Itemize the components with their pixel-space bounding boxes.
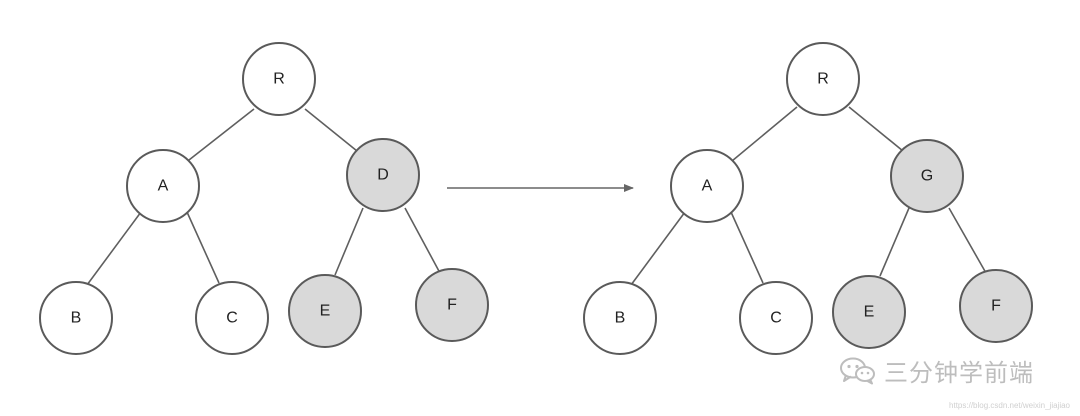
node-circle xyxy=(415,268,489,342)
edge-d-f xyxy=(404,207,441,274)
edge-a-b xyxy=(86,211,142,286)
edge-g-e xyxy=(879,207,910,277)
node-label-g: G xyxy=(921,168,933,185)
node-label-e: E xyxy=(320,303,331,320)
after-tree: R A G B C E F xyxy=(583,42,1033,355)
node-circle xyxy=(288,274,362,348)
watermark-text: 三分钟学前端 xyxy=(884,358,1034,387)
before-node-c: C xyxy=(195,281,269,355)
node-label-r: R xyxy=(273,71,285,88)
node-label-c: C xyxy=(226,310,238,327)
edge-r-a xyxy=(188,108,255,161)
node-circle xyxy=(739,281,813,355)
node-label-c: C xyxy=(770,310,782,327)
node-circle xyxy=(126,149,200,223)
before-node-a: A xyxy=(126,149,200,223)
node-circle xyxy=(959,269,1033,343)
before-edges xyxy=(86,108,441,286)
edge-a-c xyxy=(186,211,220,284)
edge-r-a xyxy=(731,106,798,162)
node-label-r: R xyxy=(817,71,829,88)
after-node-a: A xyxy=(670,149,744,223)
before-node-f: F xyxy=(415,268,489,342)
before-tree: R A D B C E F xyxy=(39,42,489,355)
node-circle xyxy=(195,281,269,355)
node-circle xyxy=(832,275,906,349)
edge-r-d xyxy=(304,108,358,152)
before-node-b: B xyxy=(39,281,113,355)
wechat-icon xyxy=(840,357,875,385)
watermark: 三分钟学前端 xyxy=(838,352,1034,388)
after-node-b: B xyxy=(583,281,657,355)
source-url: https://blog.csdn.net/weixin_jiajiao xyxy=(949,401,1070,410)
after-node-e: E xyxy=(832,275,906,349)
before-node-d: D xyxy=(346,138,420,212)
node-label-f: F xyxy=(991,298,1001,315)
node-label-a: A xyxy=(158,178,169,195)
node-label-e: E xyxy=(864,304,875,321)
before-node-r: R xyxy=(242,42,316,116)
node-label-a: A xyxy=(702,178,713,195)
after-node-g: G xyxy=(890,139,964,213)
node-label-f: F xyxy=(447,297,457,314)
edge-d-e xyxy=(334,207,364,276)
before-node-e: E xyxy=(288,274,362,348)
node-circle xyxy=(670,149,744,223)
after-node-c: C xyxy=(739,281,813,355)
node-label-b: B xyxy=(71,310,82,327)
node-circle xyxy=(890,139,964,213)
node-label-b: B xyxy=(615,310,626,327)
node-circle xyxy=(786,42,860,116)
node-label-d: D xyxy=(377,167,389,184)
edge-a-c xyxy=(730,211,764,284)
after-node-f: F xyxy=(959,269,1033,343)
after-edges xyxy=(630,106,987,286)
node-circle xyxy=(346,138,420,212)
node-circle xyxy=(583,281,657,355)
edge-g-f xyxy=(948,207,987,274)
edge-a-b xyxy=(630,211,686,286)
node-circle xyxy=(39,281,113,355)
node-circle xyxy=(242,42,316,116)
after-node-r: R xyxy=(786,42,860,116)
edge-r-g xyxy=(848,106,904,152)
